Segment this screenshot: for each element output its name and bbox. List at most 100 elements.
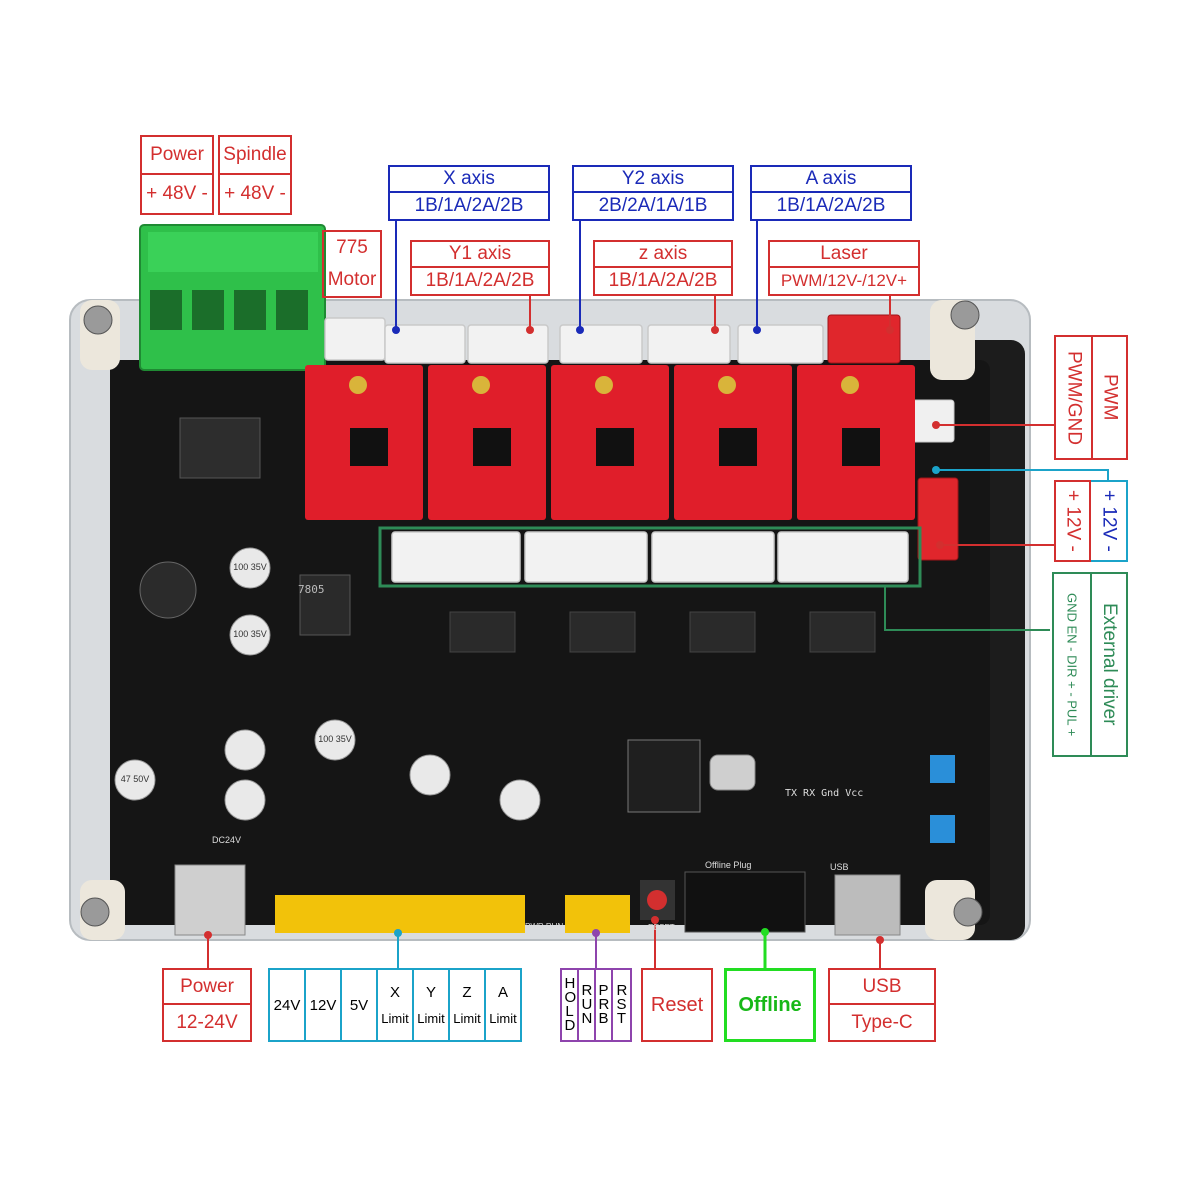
fan-12v-label: + 12V - + 12V - — [1054, 480, 1128, 562]
x-axis-label: X axis 1B/1A/2A/2B — [388, 165, 550, 221]
reset-button-cap — [647, 890, 667, 910]
silk-regulator: 7805 — [298, 583, 325, 596]
leader-lines — [207, 220, 1109, 968]
offline-plug — [684, 871, 806, 933]
a-axis-title: A axis — [752, 167, 910, 193]
external-driver-connectors — [391, 531, 909, 583]
y2-axis-label: Y2 axis 2B/2A/1A/1B — [572, 165, 734, 221]
motor-line2: Motor — [327, 269, 377, 290]
y2-axis-pinout: 2B/2A/1A/1B — [598, 195, 708, 216]
external-driver-pinout: GND EN - DIR + - PUL + — [1064, 592, 1080, 737]
external-driver-title: External driver — [1099, 603, 1120, 726]
limit-z-axis: Z — [462, 984, 472, 1001]
pwm-label: PWM PWM/GND — [1054, 335, 1128, 460]
stepper-drivers — [305, 365, 915, 520]
jumper-2 — [930, 815, 955, 843]
inductor — [139, 561, 197, 619]
a-axis-label: A axis 1B/1A/2A/2B — [750, 165, 912, 221]
pwm-pinout: PWM/GND — [1063, 350, 1085, 445]
fan-12v-right: + 12V - — [1098, 490, 1120, 552]
spindle-label: Spindle + 48V - — [218, 135, 292, 215]
silk-serial: TX RX Gnd Vcc — [785, 788, 864, 799]
usb-title: USB — [830, 970, 934, 1005]
standoff-br — [925, 880, 983, 940]
silk-cap-4: 47 50V — [120, 774, 150, 784]
a-axis-pinout: 1B/1A/2A/2B — [776, 195, 886, 216]
limit-5v: 5V — [342, 970, 378, 1040]
reset-label: Reset — [641, 968, 713, 1042]
power-terminal-block — [139, 224, 326, 371]
silk-offline: Offline Plug — [705, 860, 752, 870]
regulator — [299, 574, 351, 636]
power-input-title: Power — [142, 137, 212, 175]
dc-power-range: 12-24V — [176, 1011, 238, 1033]
jumper-1 — [930, 755, 955, 783]
dc-jack — [174, 864, 246, 936]
spindle-polarity: + 48V - — [224, 183, 286, 204]
laser-title: Laser — [770, 242, 918, 268]
limit-24v: 24V — [270, 970, 306, 1040]
microcontroller — [627, 739, 701, 813]
laser-connector — [827, 314, 901, 364]
motor-label: 775 Motor — [322, 230, 382, 298]
control-header — [565, 895, 630, 933]
x-axis-title: X axis — [390, 167, 548, 193]
limit-a-text: Limit — [489, 1011, 517, 1026]
laser-pinout: PWM/12V-/12V+ — [780, 271, 908, 290]
standoff-tl — [80, 300, 120, 370]
silk-pwr-run: PWR RUN — [525, 922, 564, 931]
fan-12v-left: + 12V - — [1062, 490, 1084, 552]
optocouplers — [449, 611, 876, 653]
dc-power-title: Power — [164, 970, 250, 1005]
usb-label: USB Type-C — [828, 968, 936, 1042]
pwm-title: PWM — [1099, 374, 1121, 421]
mosfet — [179, 417, 261, 479]
leader-dots — [204, 326, 944, 944]
y1-axis-title: Y1 axis — [412, 242, 548, 268]
limit-y-axis: Y — [425, 984, 436, 1001]
control-rst: RST — [616, 982, 628, 1027]
laser-label: Laser PWM/12V-/12V+ — [768, 240, 920, 296]
control-prb: PRB — [598, 982, 610, 1027]
limit-a-axis: A — [497, 984, 508, 1001]
y1-axis-pinout: 1B/1A/2A/2B — [425, 270, 535, 291]
z-axis-label: z axis 1B/1A/2A/2B — [593, 240, 733, 296]
pwm-connector — [911, 399, 955, 443]
capacitors — [114, 547, 541, 821]
power-input-polarity: + 48V - — [146, 183, 208, 204]
motor-line1: 775 — [336, 237, 368, 258]
limit-12v: 12V — [306, 970, 342, 1040]
standoff-bl — [80, 880, 125, 940]
z-axis-title: z axis — [595, 242, 731, 268]
limit-x-axis: X — [389, 984, 400, 1001]
silk-dc: DC24V — [212, 835, 242, 845]
fan-connector — [917, 477, 959, 561]
control-hold: HOLD — [564, 975, 577, 1034]
offline-label: Offline — [724, 968, 816, 1042]
silk-usb: USB — [830, 862, 849, 872]
power-input-label: Power + 48V - — [140, 135, 214, 215]
limit-z-text: Limit — [453, 1011, 481, 1026]
standoff-tr — [930, 300, 980, 380]
silk-cap-2: 100 35V — [233, 629, 267, 639]
spindle-title: Spindle — [220, 137, 290, 175]
x-axis-pinout: 1B/1A/2A/2B — [414, 195, 524, 216]
y1-axis-label: Y1 axis 1B/1A/2A/2B — [410, 240, 550, 296]
external-driver-label: External driver GND EN - DIR + - PUL + — [1052, 572, 1128, 757]
y2-axis-title: Y2 axis — [574, 167, 732, 193]
z-axis-pinout: 1B/1A/2A/2B — [608, 270, 718, 291]
dc-power-label: Power 12-24V — [162, 968, 252, 1042]
usb-port — [834, 874, 901, 936]
limit-y-text: Limit — [417, 1011, 445, 1026]
external-driver-frame — [378, 526, 922, 588]
silk-reset: RESET — [648, 923, 675, 932]
usb-type: Type-C — [851, 1011, 913, 1033]
silk-cap-3: 100 35V — [318, 734, 352, 744]
limit-header — [275, 895, 525, 933]
control-run: RUN — [581, 982, 593, 1027]
limit-switch-label: 24V 12V 5V X Limit Y Limit Z Limit A Lim… — [268, 968, 522, 1042]
silk-cap-1: 100 35V — [233, 562, 267, 572]
top-connector-row — [324, 317, 824, 364]
crystal — [709, 754, 756, 791]
